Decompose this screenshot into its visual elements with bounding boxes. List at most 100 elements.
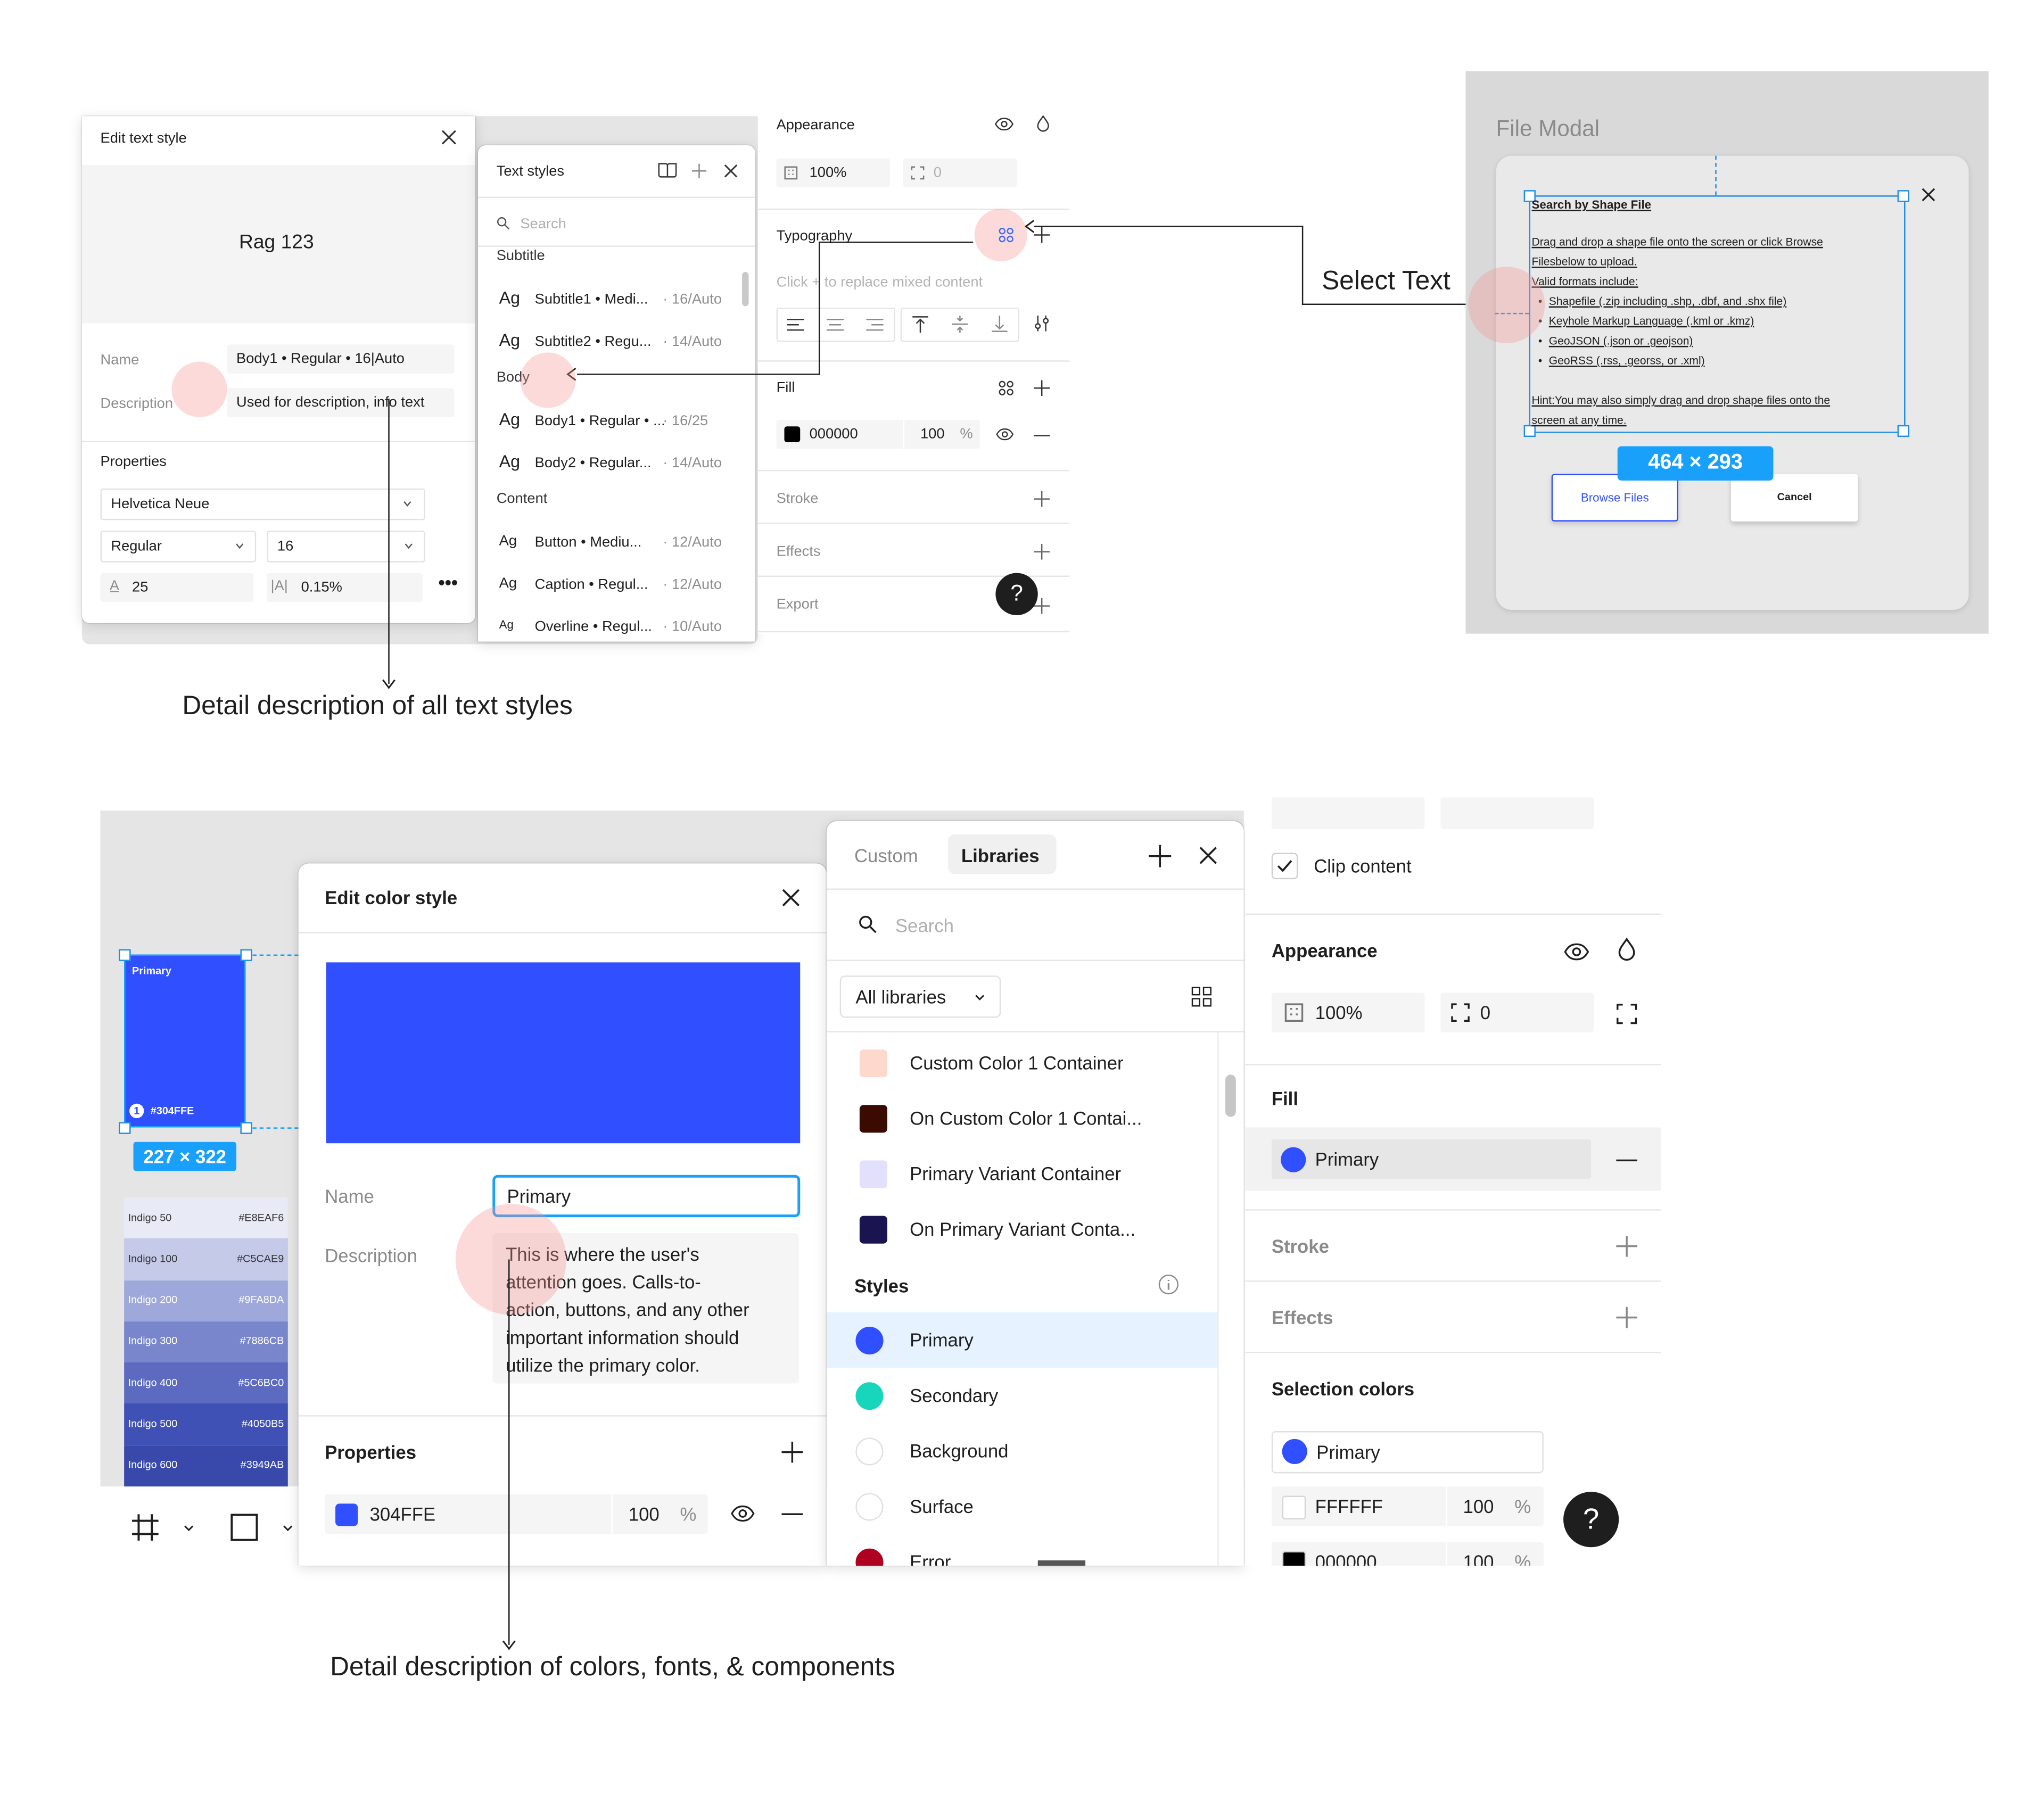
library-style-item[interactable]: Secondary xyxy=(827,1368,1217,1423)
add-icon[interactable] xyxy=(1034,380,1050,396)
align-left-icon[interactable] xyxy=(787,318,804,332)
eye-icon[interactable] xyxy=(994,118,1014,131)
search-input[interactable]: Search xyxy=(520,216,566,233)
close-icon[interactable] xyxy=(723,164,738,178)
tab-libraries[interactable]: Libraries xyxy=(948,834,1057,874)
eye-icon[interactable] xyxy=(1563,943,1590,961)
align-top-icon[interactable] xyxy=(912,316,928,333)
library-filter-select[interactable]: All libraries xyxy=(839,975,1001,1018)
remove-icon[interactable] xyxy=(781,1513,803,1516)
grid-view-icon[interactable] xyxy=(1191,986,1213,1007)
description-field[interactable]: Used for description, info text xyxy=(227,388,455,417)
eye-icon[interactable] xyxy=(730,1505,755,1522)
line-height-field[interactable]: A̲ 25 xyxy=(100,573,254,602)
chevron-down-icon[interactable] xyxy=(184,1525,194,1532)
opacity-field[interactable]: 100% xyxy=(1271,993,1425,1032)
book-icon[interactable] xyxy=(657,162,677,178)
name-field[interactable]: Body1 • Regular • 16|Auto xyxy=(227,344,455,374)
primary-frame[interactable]: Primary 1 #304FFE xyxy=(124,954,246,1128)
fill-swatch xyxy=(784,426,801,443)
style-name: Background xyxy=(910,1440,1009,1462)
add-icon[interactable] xyxy=(1034,598,1050,614)
align-center-icon[interactable] xyxy=(826,318,844,332)
library-style-item[interactable]: Background xyxy=(827,1423,1217,1478)
help-button[interactable]: ? xyxy=(1563,1492,1619,1548)
chevron-down-icon[interactable] xyxy=(283,1525,293,1532)
info-icon[interactable] xyxy=(1158,1274,1179,1295)
styles-grid-icon[interactable] xyxy=(998,380,1014,396)
selection-colors-label: Selection colors xyxy=(1271,1378,1415,1400)
color-value-row[interactable]: 304FFE 100 % xyxy=(325,1494,708,1534)
radius-field[interactable]: 0 xyxy=(903,158,1017,188)
selection-color-item[interactable]: 100%000000 xyxy=(1271,1542,1544,1566)
name-input[interactable]: Primary xyxy=(492,1175,801,1218)
description-label: Description xyxy=(100,396,174,412)
height-field[interactable] xyxy=(1440,797,1594,829)
search-input[interactable]: Search xyxy=(895,915,954,936)
fill-style-field[interactable]: Primary xyxy=(1271,1139,1592,1179)
scrollbar[interactable] xyxy=(1225,1074,1236,1117)
library-color-item[interactable]: On Custom Color 1 Contai... xyxy=(827,1090,1217,1146)
add-icon[interactable] xyxy=(1149,845,1172,867)
library-style-item[interactable]: Primary xyxy=(826,1312,1218,1368)
add-icon[interactable] xyxy=(1616,1307,1637,1328)
drop-icon[interactable] xyxy=(1618,937,1636,961)
expand-corners-icon[interactable] xyxy=(1616,1003,1637,1024)
add-icon[interactable] xyxy=(1616,1235,1637,1257)
rectangle-tool-icon[interactable] xyxy=(230,1513,259,1542)
modal-bullet: GeoJSON (.json or .geojson) xyxy=(1548,334,1693,348)
eye-icon[interactable] xyxy=(995,428,1014,441)
close-icon[interactable] xyxy=(1921,187,1935,202)
selection-color-item[interactable]: 100%FFFFFF xyxy=(1271,1486,1544,1526)
letter-spacing-field[interactable]: |A| 0.15% xyxy=(267,573,423,602)
remove-icon[interactable] xyxy=(1616,1159,1637,1162)
font-weight-select[interactable]: Regular xyxy=(100,531,257,563)
type-settings-icon[interactable] xyxy=(1034,315,1050,332)
width-field[interactable] xyxy=(1271,797,1425,829)
radius-field[interactable]: 0 xyxy=(1440,993,1594,1032)
add-icon[interactable] xyxy=(691,163,707,178)
add-icon[interactable] xyxy=(781,1441,803,1463)
appearance-label: Appearance xyxy=(776,117,855,134)
font-family-select[interactable]: Helvetica Neue xyxy=(100,488,425,520)
align-middle-icon[interactable] xyxy=(952,315,968,333)
checkbox[interactable] xyxy=(1271,853,1298,880)
library-color-item[interactable]: Primary Variant Container xyxy=(827,1146,1217,1201)
remove-icon[interactable] xyxy=(1034,434,1050,437)
close-icon[interactable] xyxy=(782,888,801,907)
selection-swatch xyxy=(1282,1438,1307,1464)
scrollbar[interactable] xyxy=(742,272,749,307)
text-style-ag: Ag xyxy=(499,409,521,429)
close-icon[interactable] xyxy=(441,129,457,145)
cancel-button[interactable]: Cancel xyxy=(1731,474,1858,522)
align-right-icon[interactable] xyxy=(866,318,884,332)
browse-files-button[interactable]: Browse Files xyxy=(1551,474,1678,522)
frame-tool-icon[interactable] xyxy=(131,1513,160,1542)
add-icon[interactable] xyxy=(1034,491,1050,507)
styles-grid-icon[interactable] xyxy=(998,227,1014,243)
more-icon[interactable]: ••• xyxy=(438,572,458,593)
tab-custom[interactable]: Custom xyxy=(854,845,918,866)
library-color-item[interactable]: Custom Color 1 Container xyxy=(827,1035,1217,1090)
help-button[interactable]: ? xyxy=(995,573,1038,615)
fill-row[interactable]: 000000 100 % xyxy=(776,419,980,449)
align-bottom-icon[interactable] xyxy=(991,315,1008,333)
add-icon[interactable] xyxy=(1034,227,1050,243)
opacity-field[interactable]: 100% xyxy=(776,158,890,188)
font-size-select[interactable]: 16 xyxy=(267,531,425,563)
drop-icon[interactable] xyxy=(1036,115,1050,132)
library-color-item[interactable]: On Primary Variant Conta... xyxy=(827,1201,1217,1256)
selection-color-item[interactable]: Primary xyxy=(1271,1431,1544,1474)
library-style-item[interactable]: Error xyxy=(827,1534,1217,1566)
library-style-item[interactable]: Surface xyxy=(827,1478,1217,1534)
add-icon[interactable] xyxy=(1034,544,1050,560)
close-icon[interactable] xyxy=(1199,846,1217,865)
